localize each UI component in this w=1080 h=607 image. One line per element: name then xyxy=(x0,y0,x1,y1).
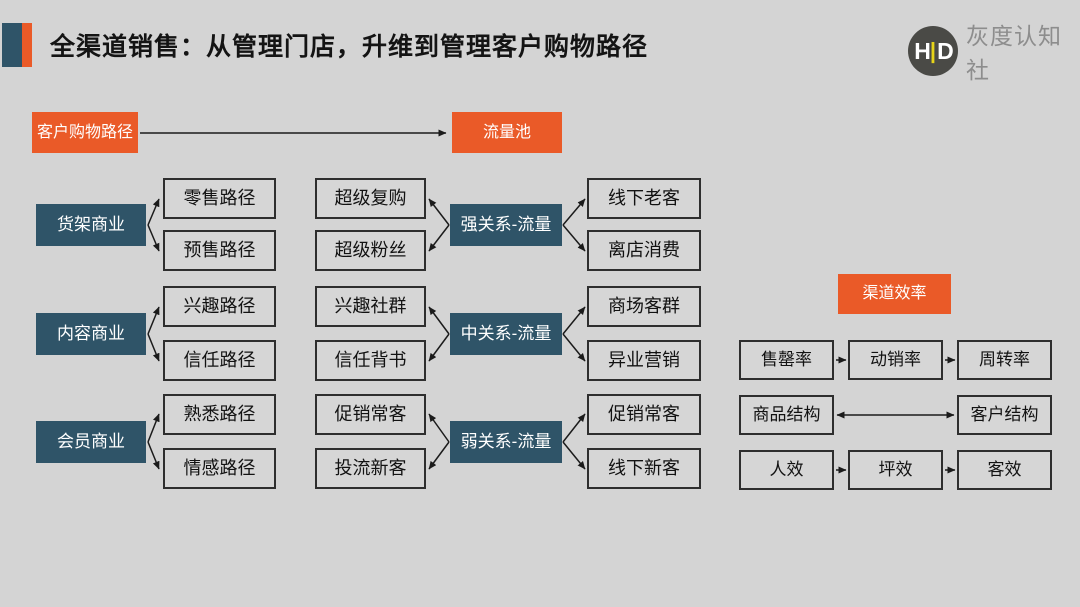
node-floor-efficiency: 坪效 xyxy=(848,450,943,490)
node-interest-community: 兴趣社群 xyxy=(315,286,426,327)
node-mall-customers: 商场客群 xyxy=(587,286,701,327)
title-accent-orange xyxy=(22,23,32,67)
node-familiar-path: 熟悉路径 xyxy=(163,394,276,435)
node-member-commerce: 会员商业 xyxy=(36,421,146,463)
node-emotion-path: 情感路径 xyxy=(163,448,276,489)
node-traffic-pool: 流量池 xyxy=(452,112,562,153)
node-offline-newcustomers: 线下新客 xyxy=(587,448,701,489)
node-presale-path: 预售路径 xyxy=(163,230,276,271)
node-promo-regulars-right: 促销常客 xyxy=(587,394,701,435)
logo-letter-d: D xyxy=(937,37,954,64)
node-trust-endorsement: 信任背书 xyxy=(315,340,426,381)
node-trust-path: 信任路径 xyxy=(163,340,276,381)
node-customer-structure: 客户结构 xyxy=(957,395,1052,435)
node-interest-path: 兴趣路径 xyxy=(163,286,276,327)
node-strong-relation-traffic: 强关系-流量 xyxy=(450,204,562,246)
node-crossindustry-marketing: 异业营销 xyxy=(587,340,701,381)
node-weak-relation-traffic: 弱关系-流量 xyxy=(450,421,562,463)
node-adflow-newcustomers: 投流新客 xyxy=(315,448,426,489)
node-promo-regulars-left: 促销常客 xyxy=(315,394,426,435)
page-title: 全渠道销售：从管理门店，升维到管理客户购物路径 xyxy=(50,33,649,61)
brand-logo-icon: H | D xyxy=(908,26,958,76)
node-super-repurchase: 超级复购 xyxy=(315,178,426,219)
node-customer-journey: 客户购物路径 xyxy=(32,112,138,153)
node-sellout-rate: 售罄率 xyxy=(739,340,834,380)
node-content-commerce: 内容商业 xyxy=(36,313,146,355)
brand-name: 灰度认知社 xyxy=(966,23,1062,83)
node-offline-oldcustomers: 线下老客 xyxy=(587,178,701,219)
node-turnover-rate: 周转率 xyxy=(957,340,1052,380)
node-product-structure: 商品结构 xyxy=(739,395,834,435)
node-super-fans: 超级粉丝 xyxy=(315,230,426,271)
node-sellthrough-rate: 动销率 xyxy=(848,340,943,380)
node-shelf-commerce: 货架商业 xyxy=(36,204,146,246)
logo-letter-h: H xyxy=(914,37,931,64)
node-labor-efficiency: 人效 xyxy=(739,450,834,490)
node-mid-relation-traffic: 中关系-流量 xyxy=(450,313,562,355)
title-accent-dark xyxy=(2,23,22,67)
logo-bar: | xyxy=(929,38,937,63)
node-customer-efficiency: 客效 xyxy=(957,450,1052,490)
node-retail-path: 零售路径 xyxy=(163,178,276,219)
node-channel-efficiency: 渠道效率 xyxy=(838,274,951,314)
node-offstore-consumption: 离店消费 xyxy=(587,230,701,271)
